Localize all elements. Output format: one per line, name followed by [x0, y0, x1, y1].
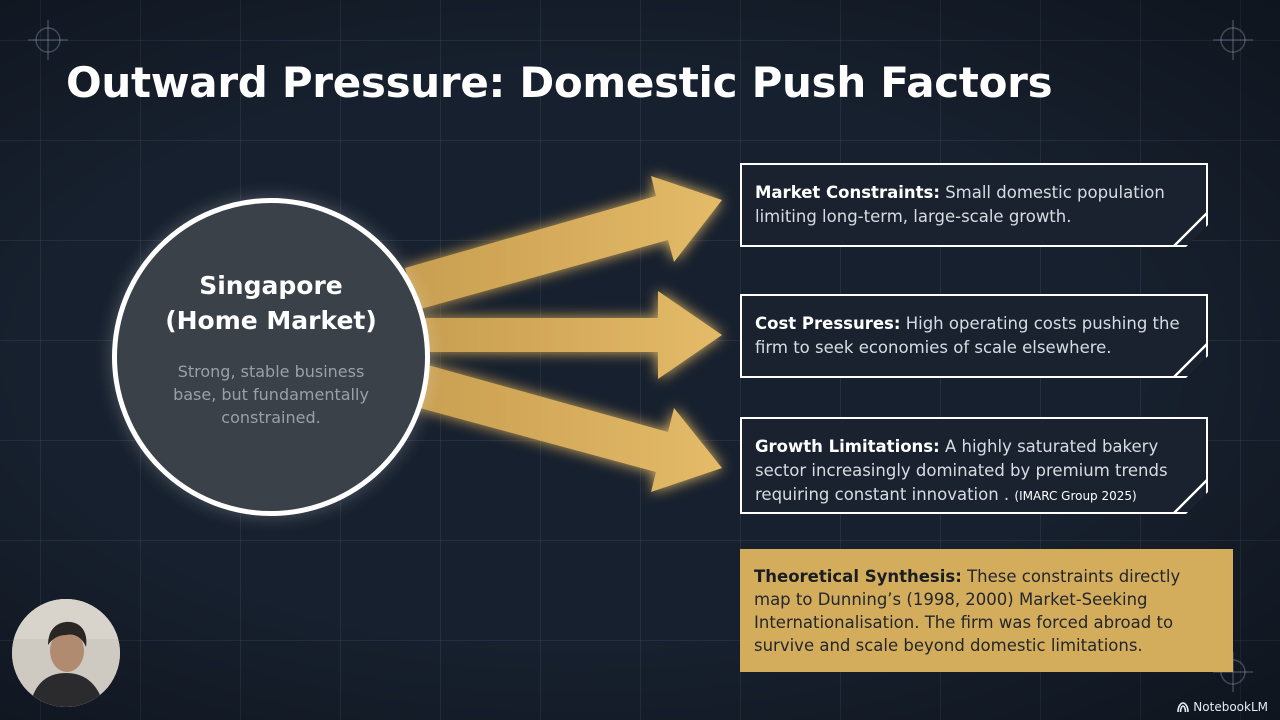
- home-market-description: Strong, stable business base, but fundam…: [173, 361, 369, 427]
- factor-text: A highly saturated bakery sector increas…: [755, 437, 1168, 504]
- arrow-market-constraints: [405, 176, 722, 310]
- factor-text: Small domestic population limiting long-…: [755, 183, 1165, 226]
- factor-label: Market Constraints:: [755, 183, 940, 202]
- notebooklm-logo-icon: [1177, 702, 1190, 713]
- branding: NotebookLM: [1177, 700, 1268, 714]
- factor-label: Growth Limitations:: [755, 437, 940, 456]
- presenter-avatar-icon: [12, 599, 120, 707]
- slide-title: Outward Pressure: Domestic Push Factors: [66, 58, 1053, 107]
- arrow-cost-pressures: [420, 291, 722, 379]
- factor-label: Cost Pressures:: [755, 314, 901, 333]
- factor-card-cost-pressures: Cost Pressures: High operating costs pus…: [740, 294, 1208, 378]
- synthesis-label: Theoretical Synthesis:: [754, 567, 962, 586]
- arrow-growth-limitations: [405, 362, 722, 492]
- home-market-circle: Singapore (Home Market) Strong, stable b…: [112, 198, 430, 516]
- crosshair-icon: [1213, 20, 1253, 60]
- theoretical-synthesis-card: Theoretical Synthesis: These constraints…: [740, 549, 1233, 672]
- crosshair-icon: [28, 20, 68, 60]
- factor-card-market-constraints: Market Constraints: Small domestic popul…: [740, 163, 1208, 247]
- brand-name: NotebookLM: [1193, 700, 1268, 714]
- presenter-webcam: [12, 599, 120, 707]
- factor-card-growth-limitations: Growth Limitations: A highly saturated b…: [740, 417, 1208, 514]
- citation: (IMARC Group 2025): [1014, 489, 1137, 503]
- crosshair-icon: [1213, 652, 1253, 692]
- synthesis-text: These constraints directly map to Dunnin…: [754, 567, 1181, 655]
- factor-text: High operating costs pushing the firm to…: [755, 314, 1180, 357]
- home-market-title: Singapore (Home Market): [165, 270, 377, 335]
